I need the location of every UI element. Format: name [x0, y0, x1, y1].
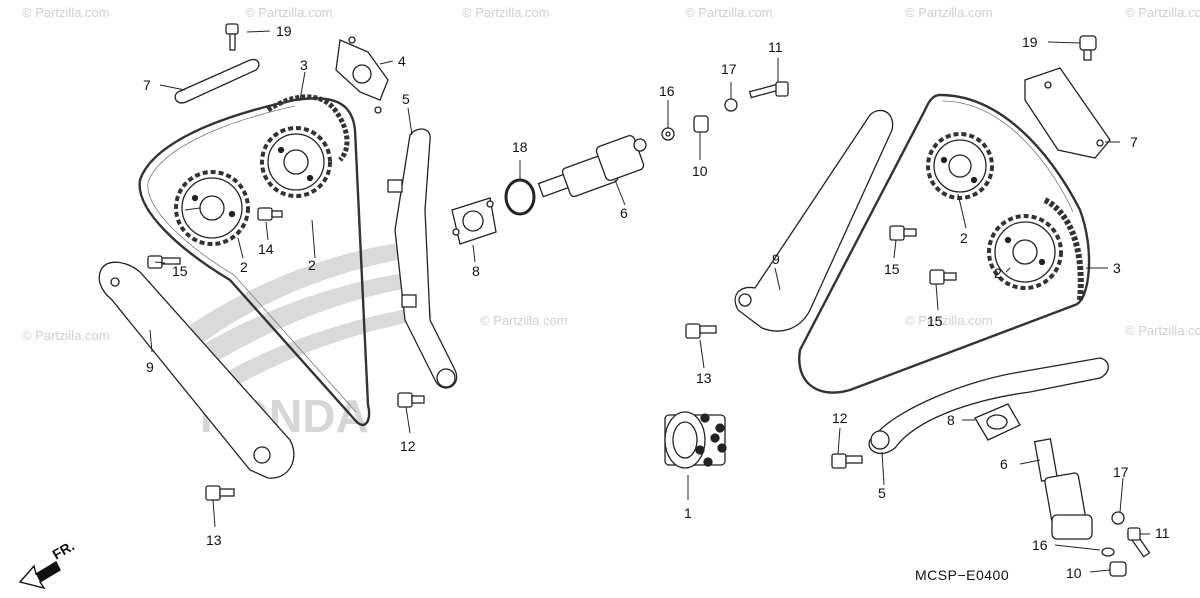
callout-13: 13	[696, 370, 712, 386]
watermark-text: © Partzilla.com	[1125, 323, 1200, 338]
cam-sprocket-upper-right	[926, 132, 994, 200]
bolt-19-right	[1079, 35, 1097, 61]
bolt-14	[257, 207, 283, 221]
callout-2: 2	[240, 259, 248, 275]
callout-1: 1	[684, 505, 692, 521]
tensioner-lifter-6-left	[537, 135, 647, 198]
callout-5: 5	[402, 91, 410, 107]
bolt-19-left	[225, 23, 239, 51]
leader-lines-right	[699, 41, 1150, 573]
cam-chain-left	[138, 97, 371, 427]
callout-14: 14	[258, 241, 274, 257]
washer-16-left	[661, 127, 675, 141]
callout-12: 12	[400, 438, 416, 454]
callout-19: 19	[1022, 34, 1038, 50]
watermarks: © Partzilla.com © Partzilla.com © Partzi…	[22, 5, 1200, 343]
callout-9: 9	[146, 359, 154, 375]
right-assembly	[685, 35, 1151, 577]
chain-guide-plate-7-right	[1024, 67, 1111, 159]
callout-7: 7	[143, 77, 151, 93]
o-ring-18	[504, 178, 536, 216]
callout-11: 11	[1155, 525, 1170, 541]
callout-10: 10	[692, 163, 708, 179]
bolt-13-left	[205, 485, 235, 501]
watermark-text: © Partzilla.com	[245, 5, 333, 20]
washer-16-right	[1101, 547, 1115, 557]
callout-6: 6	[1000, 456, 1008, 472]
leader-lines-left	[149, 30, 779, 528]
callout-18: 18	[512, 139, 528, 155]
callout-10: 10	[1066, 565, 1082, 581]
callout-9: 9	[772, 251, 780, 267]
crank-sprocket-1	[664, 411, 727, 500]
chain-part-3-right	[1043, 197, 1084, 301]
callout-17: 17	[721, 61, 737, 77]
callout-16: 16	[1032, 537, 1048, 553]
callout-16: 16	[659, 83, 675, 99]
sealing-bolt-10-right	[1109, 561, 1127, 577]
washer-17-left	[724, 98, 738, 112]
callout-15: 15	[172, 263, 188, 279]
watermark-text: © Partzilla.com	[22, 5, 110, 20]
bolt-11-left	[748, 81, 789, 99]
watermark-text: © Partzilla.com	[480, 313, 568, 328]
bolt-13-right	[685, 323, 717, 339]
front-marker-text: FR.	[50, 537, 78, 562]
gasket-8-right	[974, 403, 1021, 441]
callout-7: 7	[1130, 134, 1138, 150]
cam-sprocket-upper-left	[260, 126, 332, 198]
callout-2: 2	[994, 265, 1002, 281]
callout-12: 12	[832, 410, 848, 426]
callout-11: 11	[768, 39, 783, 55]
tensioner-arm-5-right	[868, 357, 1109, 455]
sealing-bolt-10-left	[693, 115, 709, 133]
bolt-15-right-lower	[929, 269, 957, 285]
watermark-text: © Partzilla.com	[905, 5, 993, 20]
callout-4: 4	[398, 53, 406, 69]
tensioner-lifter-6-right	[1033, 438, 1093, 540]
bolt-11-right	[1126, 527, 1151, 558]
callout-2: 2	[960, 230, 968, 246]
callout-17: 17	[1113, 464, 1129, 480]
gasket-8-left	[451, 197, 497, 245]
callout-8: 8	[472, 263, 480, 279]
chain-guide-9-left	[98, 261, 295, 479]
callout-8: 8	[947, 412, 955, 428]
callout-13: 13	[206, 532, 222, 548]
bolt-12-left	[397, 392, 425, 408]
chain-guide-plate-7-left	[174, 58, 260, 104]
watermark-text: © Partzilla.com	[905, 313, 993, 328]
left-assembly	[98, 23, 789, 528]
callout-3: 3	[1113, 260, 1121, 276]
washer-17-right	[1111, 511, 1125, 525]
watermark-text: © Partzilla.com	[1125, 5, 1200, 20]
callout-2: 2	[308, 257, 316, 273]
tensioner-arm-5-left	[387, 128, 458, 389]
chain-guide-4-left	[335, 36, 389, 114]
bolt-12-right	[831, 453, 863, 469]
callout-3: 3	[300, 57, 308, 73]
bolt-15-right-upper	[889, 225, 917, 241]
cam-sprocket-lower-right	[987, 214, 1063, 290]
front-direction-marker: FR.	[18, 537, 78, 590]
watermark-text: © Partzilla.com	[685, 5, 773, 20]
cam-sprocket-lower-left	[174, 170, 250, 246]
callout-15: 15	[927, 313, 943, 329]
callout-15: 15	[884, 261, 900, 277]
chain-guide-9-right	[734, 109, 894, 332]
callout-labels: 19 7 3 4 5 2 2 14 15 9 13 12 8 18 6 16 1…	[143, 23, 1170, 581]
callout-5: 5	[878, 485, 886, 501]
chain-part-3-left	[266, 94, 350, 162]
callout-6: 6	[620, 205, 628, 221]
diagram-code: MCSP−E0400	[915, 567, 1009, 583]
callout-19: 19	[276, 23, 292, 39]
watermark-text: © Partzilla.com	[22, 328, 110, 343]
watermark-text: © Partzilla.com	[462, 5, 550, 20]
